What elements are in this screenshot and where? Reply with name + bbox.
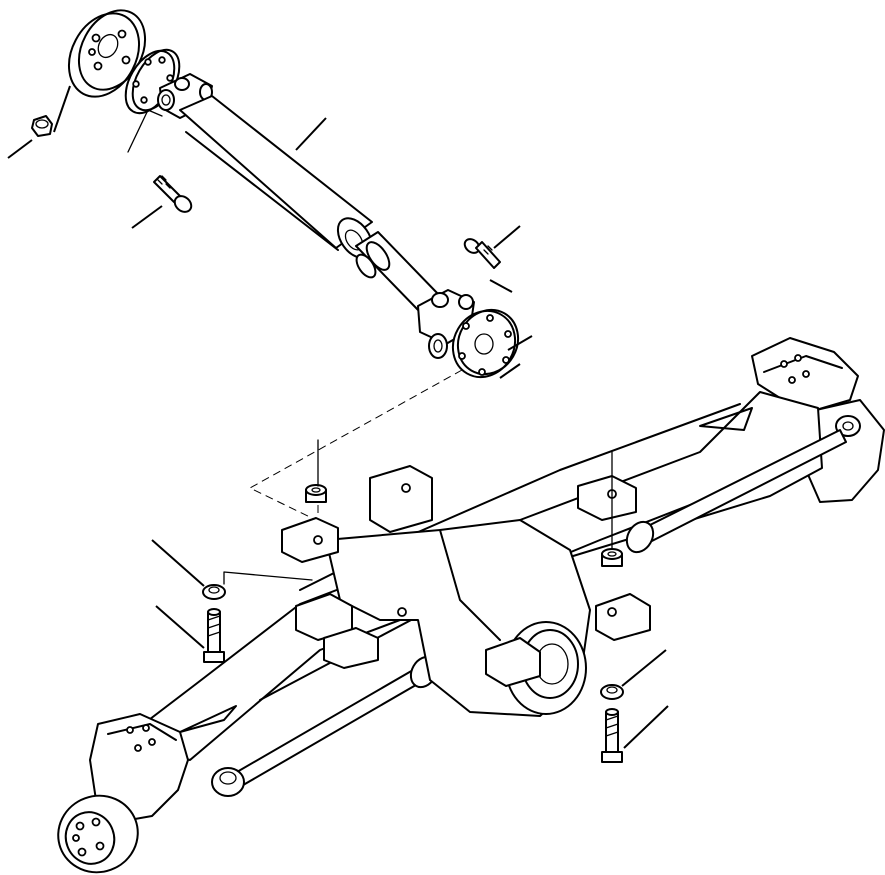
washer-right-upper [601, 548, 623, 567]
shaft-flange-bottom [451, 308, 520, 379]
washer-right [600, 684, 624, 700]
bolt-right [601, 708, 623, 763]
flange-bolt-right [463, 238, 501, 269]
drive-shaft-assembly [7, 9, 533, 379]
axle-hardware [151, 439, 669, 763]
shaft-tube [179, 95, 374, 259]
mounting-pads [281, 465, 651, 687]
right-steering-hub [751, 337, 885, 503]
callout-lines-bottom [151, 439, 669, 749]
left-steering-hub [57, 713, 189, 874]
bolt-left [203, 608, 225, 663]
washer-left-upper [305, 484, 327, 503]
washer-left [202, 584, 226, 600]
front-axle-housing [57, 337, 885, 874]
upper-flange-plate [67, 9, 147, 98]
flange-nut [31, 115, 53, 137]
flange-bolt-left [153, 175, 193, 213]
slip-shaft [355, 231, 441, 313]
callout-lines-top [7, 85, 533, 379]
